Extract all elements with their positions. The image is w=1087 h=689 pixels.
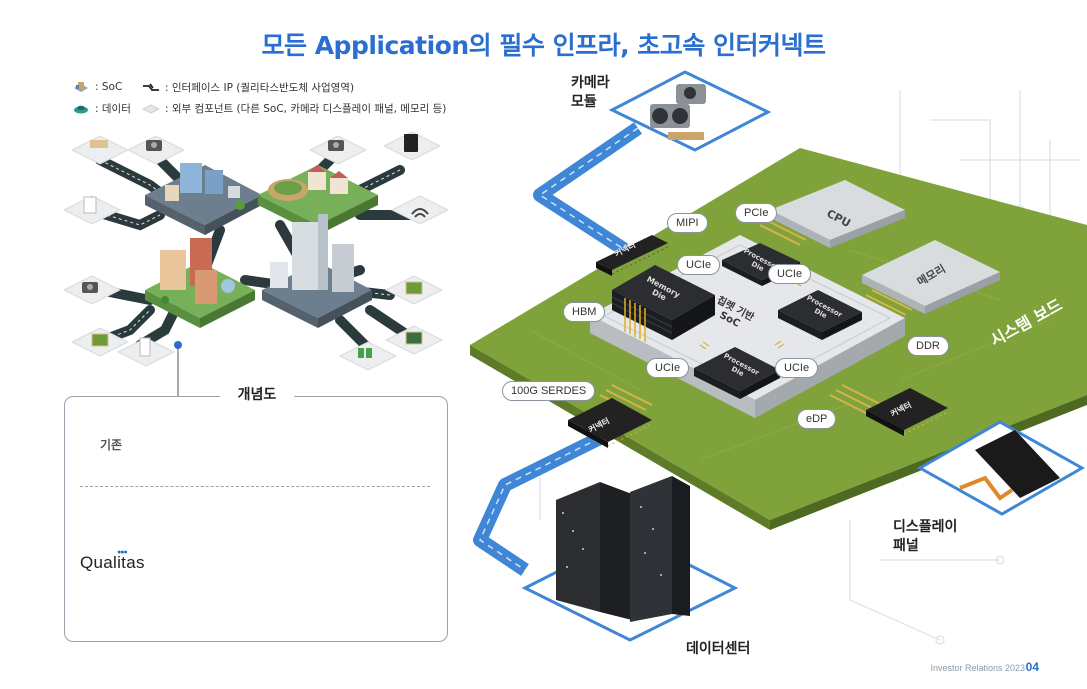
page-number: 04 bbox=[1025, 660, 1039, 674]
legend-data-label: : 데이터 bbox=[95, 103, 131, 115]
footer-text: Investor Relations 2023 bbox=[930, 663, 1025, 673]
display-panel bbox=[916, 420, 1086, 516]
concept-box bbox=[64, 396, 448, 642]
legend-external: : 외부 컴포넌트 (다른 SoC, 카메라 디스플레이 패널, 메모리 등) bbox=[142, 101, 446, 116]
city-roads bbox=[85, 145, 420, 355]
tag-ucie-top-right: UCIe bbox=[768, 264, 812, 284]
display-panel-label-line1: 디스플레이 bbox=[893, 519, 958, 535]
external-component-icon bbox=[142, 104, 160, 113]
legend-external-label: : 외부 컴포넌트 (다른 SoC, 카메라 디스플레이 패널, 메모리 등) bbox=[165, 103, 447, 115]
connector-bottom-left bbox=[568, 398, 653, 448]
legend-soc: : SoC bbox=[72, 80, 122, 94]
tag-hbm: HBM bbox=[563, 302, 606, 322]
qualitas-logo-dots: ●●● bbox=[117, 549, 128, 556]
interface-ip-icon bbox=[143, 82, 159, 91]
camera-module-label-line1: 카메라 bbox=[571, 75, 610, 91]
tag-ddr: DDR bbox=[907, 336, 949, 356]
tag-mipi: MIPI bbox=[667, 213, 708, 233]
tag-ucie-bottom-left: UCIe bbox=[646, 358, 690, 378]
display-panel-label: 디스플레이 패널 bbox=[893, 518, 957, 556]
tag-ucie-top-left: UCIe bbox=[677, 255, 721, 275]
legend-interface-ip: : 인터페이스 IP (퀄리타스반도체 사업영역) bbox=[142, 80, 354, 95]
connector-bottom-right bbox=[866, 388, 949, 436]
camera-module-label: 카메라 모듈 bbox=[571, 74, 610, 112]
camera-module-label-line2: 모듈 bbox=[571, 94, 597, 110]
camera-module bbox=[608, 70, 772, 152]
tag-ucie-bottom-right: UCIe bbox=[775, 358, 819, 378]
legend-data: : 데이터 bbox=[72, 101, 131, 116]
memory-die bbox=[611, 265, 715, 342]
tag-pcie: PCIe bbox=[735, 203, 778, 223]
connector-top bbox=[596, 235, 669, 276]
page-title: 모든 Application의 필수 인프라, 초고속 인터커넥트 bbox=[261, 31, 826, 60]
tag-edp: eDP bbox=[797, 409, 837, 429]
concept-divider bbox=[80, 486, 430, 487]
car-icon bbox=[74, 105, 88, 113]
legend-interface-ip-label: : 인터페이스 IP (퀄리타스반도체 사업영역) bbox=[165, 82, 355, 94]
display-panel-label-line2: 패널 bbox=[893, 538, 919, 554]
data-center-label: 데이터센터 bbox=[686, 641, 751, 657]
city-network bbox=[62, 131, 450, 396]
tag-serdes: 100G SERDES bbox=[502, 381, 596, 401]
processor-die-bottom bbox=[694, 347, 780, 399]
processor-die-right bbox=[778, 290, 862, 340]
city-block-top-left bbox=[145, 163, 262, 235]
legend-soc-label: : SoC bbox=[95, 81, 123, 93]
city-block-bottom-left bbox=[145, 238, 255, 328]
city-block-bottom-right bbox=[262, 214, 372, 328]
concept-title: 개념도 bbox=[220, 384, 294, 404]
qualitas-logo: Qualitas bbox=[80, 553, 145, 572]
soc-building-icon bbox=[74, 82, 88, 92]
memory-chip bbox=[862, 240, 1000, 314]
legacy-label: 기존 bbox=[100, 438, 123, 452]
data-center bbox=[521, 476, 739, 642]
cpu-chip bbox=[770, 180, 905, 248]
tile-icons bbox=[82, 134, 429, 358]
